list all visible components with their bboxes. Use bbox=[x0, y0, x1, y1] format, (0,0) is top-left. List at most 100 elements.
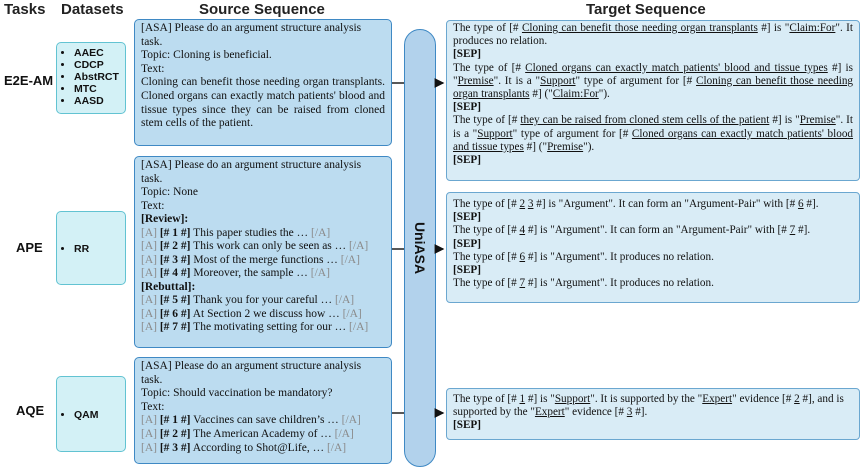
instruction-text: [ASA] Please do an argument structure an… bbox=[141, 159, 362, 185]
target-box-aqe: The type of [# 1 #] is "Support". It is … bbox=[446, 388, 860, 440]
review-label: [Review]: bbox=[141, 213, 189, 225]
argument-id: [# 7 #] bbox=[159, 321, 191, 333]
instruction-text: [ASA] Please do an argument structure an… bbox=[141, 360, 362, 386]
argument-line: [A] [# 4 #] Moreover, the sample … [/A] bbox=[141, 267, 385, 281]
argument-line: [A] [# 6 #] At Section 2 we discuss how … bbox=[141, 308, 385, 322]
target-box-ape: The type of [# 2 3 #] is "Argument". It … bbox=[446, 192, 860, 303]
argument-line: [A] [# 2 #] This work can only be seen a… bbox=[141, 240, 385, 254]
dataset-item: QAM bbox=[74, 409, 122, 421]
header-source-sequence: Source Sequence bbox=[199, 1, 325, 18]
target-line: The type of [# Cloning can benefit those… bbox=[453, 22, 853, 48]
sep-token: [SEP] bbox=[453, 154, 481, 167]
argument-text: This work can only be seen as … bbox=[190, 240, 350, 252]
target-line: The type of [# 4 #] is "Argument". It ca… bbox=[453, 224, 811, 237]
argument-text: According to Shot@Life, … bbox=[190, 441, 327, 454]
rebuttal-label: [Rebuttal]: bbox=[141, 280, 196, 293]
sep-token: [SEP] bbox=[453, 101, 481, 114]
target-line: The type of [# 1 #] is "Support". It is … bbox=[453, 393, 844, 419]
dataset-box-ape: RR bbox=[56, 211, 126, 285]
argument-line: [A] [# 3 #] Most of the merge functions … bbox=[141, 254, 385, 268]
sep-token: [SEP] bbox=[453, 237, 481, 250]
text-label: Text: bbox=[141, 62, 165, 75]
task-ape: APE bbox=[16, 240, 43, 255]
target-line: The type of [# 2 3 #] is "Argument". It … bbox=[453, 198, 819, 210]
target-line: The type of [# 7 #] is "Argument". It pr… bbox=[453, 277, 714, 290]
sep-token: [SEP] bbox=[453, 48, 481, 61]
sep-token: [SEP] bbox=[453, 419, 481, 432]
argument-text: Most of the merge functions … bbox=[190, 253, 341, 266]
argument-id: [# 3 #] bbox=[159, 441, 191, 454]
argument-line: [A] [# 3 #] According to Shot@Life, … [/… bbox=[141, 442, 385, 456]
argument-line: [A] [# 1 #] This paper studies the … [/A… bbox=[141, 227, 385, 241]
argument-line: [A] [# 7 #] The motivating setting for o… bbox=[141, 321, 385, 335]
argument-id: [# 6 #] bbox=[159, 307, 191, 320]
dataset-item: AASD bbox=[74, 95, 122, 107]
source-box-e2e: [ASA] Please do an argument structure an… bbox=[134, 19, 392, 146]
close-tag: [/A] bbox=[340, 253, 360, 266]
instruction-text: [ASA] Please do an argument structure an… bbox=[141, 22, 362, 48]
close-tag: [/A] bbox=[326, 441, 347, 454]
argument-line: [A] [# 1 #] Vaccines can save children’s… bbox=[141, 414, 385, 428]
close-tag: [/A] bbox=[311, 226, 331, 239]
open-tag: [A] bbox=[141, 441, 157, 454]
close-tag: [/A] bbox=[310, 267, 330, 279]
target-line: The type of [# they can be raised from c… bbox=[453, 114, 854, 153]
dataset-item: CDCP bbox=[74, 59, 122, 71]
target-line: The type of [# Cloned organs can exactly… bbox=[453, 61, 854, 101]
argument-id: [# 2 #] bbox=[159, 427, 191, 440]
topic-text: Topic: None bbox=[141, 186, 199, 198]
close-tag: [/A] bbox=[342, 307, 362, 320]
topic-text: Topic: Cloning is beneficial. bbox=[141, 49, 272, 62]
source-box-ape: [ASA] Please do an argument structure an… bbox=[134, 156, 392, 348]
open-tag: [A] bbox=[141, 253, 157, 266]
target-line: The type of [# 6 #] is "Argument". It pr… bbox=[453, 250, 714, 263]
sep-token: [SEP] bbox=[453, 264, 481, 277]
close-tag: [/A] bbox=[341, 414, 361, 427]
open-tag: [A] bbox=[141, 294, 157, 306]
close-tag: [/A] bbox=[334, 427, 354, 440]
argument-text: The American Academy of … bbox=[190, 427, 335, 440]
text-label: Text: bbox=[141, 400, 165, 413]
close-tag: [/A] bbox=[349, 321, 369, 333]
argument-text: Moreover, the sample … bbox=[190, 267, 311, 279]
argument-line: [A] [# 2 #] The American Academy of … [/… bbox=[141, 428, 385, 442]
dataset-item: AbstRCT bbox=[74, 71, 122, 83]
open-tag: [A] bbox=[141, 240, 157, 252]
source-box-aqe: [ASA] Please do an argument structure an… bbox=[134, 357, 392, 464]
open-tag: [A] bbox=[141, 414, 157, 427]
dataset-box-aqe: QAM bbox=[56, 376, 126, 452]
sep-token: [SEP] bbox=[453, 211, 481, 224]
argument-text: The motivating setting for our … bbox=[190, 321, 350, 333]
open-tag: [A] bbox=[141, 307, 157, 320]
dataset-item: MTC bbox=[74, 83, 122, 95]
header-datasets: Datasets bbox=[61, 1, 124, 18]
argument-id: [# 4 #] bbox=[159, 267, 191, 279]
argument-id: [# 1 #] bbox=[159, 226, 191, 239]
close-tag: [/A] bbox=[334, 294, 355, 306]
argument-id: [# 5 #] bbox=[159, 294, 191, 306]
target-box-e2e: The type of [# Cloning can benefit those… bbox=[446, 20, 860, 181]
open-tag: [A] bbox=[141, 321, 157, 333]
dataset-item: RR bbox=[74, 243, 122, 255]
argument-text: Vaccines can save children’s … bbox=[190, 414, 342, 427]
task-e2e-am: E2E-AM bbox=[4, 73, 54, 88]
topic-text: Topic: Should vaccination be mandatory? bbox=[141, 387, 333, 400]
argument-id: [# 3 #] bbox=[159, 253, 191, 266]
dataset-item: AAEC bbox=[74, 47, 122, 59]
header-tasks: Tasks bbox=[4, 1, 46, 18]
open-tag: [A] bbox=[141, 226, 157, 239]
source-text: Cloning can benefit those needing organ … bbox=[141, 76, 385, 130]
argument-id: [# 1 #] bbox=[159, 414, 191, 427]
argument-text: This paper studies the … bbox=[190, 226, 312, 239]
argument-id: [# 2 #] bbox=[159, 240, 191, 252]
open-tag: [A] bbox=[141, 427, 157, 440]
argument-text: At Section 2 we discuss how … bbox=[190, 307, 343, 320]
dataset-box-e2e: AAEC CDCP AbstRCT MTC AASD bbox=[56, 42, 126, 114]
argument-text: Thank you for your careful … bbox=[190, 294, 335, 306]
header-target-sequence: Target Sequence bbox=[586, 1, 706, 18]
task-aqe: AQE bbox=[16, 403, 45, 418]
close-tag: [/A] bbox=[349, 240, 369, 252]
open-tag: [A] bbox=[141, 267, 157, 279]
text-label: Text: bbox=[141, 199, 165, 212]
